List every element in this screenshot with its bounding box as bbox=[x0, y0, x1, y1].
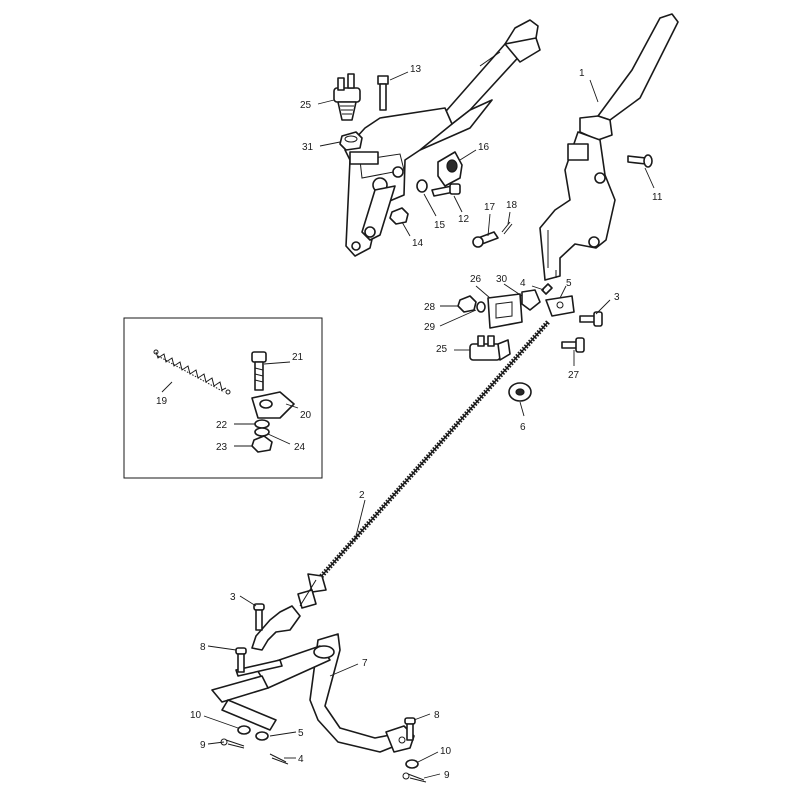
leader-lines bbox=[161, 71, 655, 779]
nut-23 bbox=[251, 435, 273, 453]
screw-11 bbox=[627, 154, 653, 168]
callout-23: 23 bbox=[216, 442, 228, 453]
cable-2 bbox=[297, 320, 550, 609]
callout-25: 25 bbox=[300, 100, 312, 111]
callout-20: 20 bbox=[300, 410, 312, 421]
pin-4-lower bbox=[269, 753, 289, 765]
callout-16: 16 bbox=[478, 142, 490, 153]
right-lever-assembly bbox=[539, 13, 679, 281]
spring-19 bbox=[153, 349, 231, 395]
callout-7: 7 bbox=[362, 658, 368, 669]
washer-15 bbox=[416, 179, 428, 193]
callout-27: 27 bbox=[568, 370, 580, 381]
switch-lower-25 bbox=[469, 335, 511, 361]
pin-17 bbox=[472, 231, 499, 248]
callout-26: 26 bbox=[470, 274, 482, 285]
callout-29: 29 bbox=[424, 322, 436, 333]
inset-box bbox=[123, 317, 323, 479]
callout-15: 15 bbox=[434, 220, 446, 231]
washer-10-right bbox=[405, 759, 419, 769]
pin-4-upper bbox=[541, 283, 553, 295]
callout-24: 24 bbox=[294, 442, 306, 453]
washer-10-left bbox=[237, 725, 251, 735]
callout-30: 30 bbox=[496, 274, 508, 285]
bolt-21 bbox=[251, 351, 267, 391]
callout-12: 12 bbox=[458, 214, 470, 225]
callout-4: 4 bbox=[520, 278, 526, 289]
callout-5: 5 bbox=[566, 278, 572, 289]
washer-22 bbox=[254, 419, 270, 429]
callout-22: 22 bbox=[216, 420, 228, 431]
linkage-7 bbox=[211, 605, 415, 753]
callout-labels: 1 2 3 3 4 4 5 5 6 7 8 8 9 9 10 10 11 12 … bbox=[156, 64, 663, 781]
clip-30 bbox=[521, 289, 541, 311]
callout-21: 21 bbox=[292, 352, 304, 363]
callout-8: 8 bbox=[200, 642, 206, 653]
callout-19: 19 bbox=[156, 396, 168, 407]
bolt-12 bbox=[431, 183, 461, 197]
bolt-27 bbox=[561, 337, 585, 353]
bracket-26 bbox=[487, 293, 523, 329]
callout-9: 9 bbox=[444, 770, 450, 781]
callout-3: 3 bbox=[230, 592, 236, 603]
callout-13: 13 bbox=[410, 64, 422, 75]
nut-31 bbox=[339, 131, 363, 151]
callout-10: 10 bbox=[190, 710, 202, 721]
split-pin-9-right bbox=[402, 772, 427, 783]
callout-14: 14 bbox=[412, 238, 424, 249]
nut-28 bbox=[457, 295, 477, 313]
washer-29 bbox=[476, 301, 486, 313]
callout-8: 8 bbox=[434, 710, 440, 721]
bolt-3-upper bbox=[579, 311, 603, 327]
callout-9: 9 bbox=[200, 740, 206, 751]
callout-4: 4 bbox=[298, 754, 304, 765]
washer-24 bbox=[254, 427, 270, 437]
grommet-6 bbox=[508, 382, 532, 402]
bolt-8-right bbox=[404, 717, 416, 741]
split-pin-9-left bbox=[220, 738, 245, 749]
switch-upper bbox=[333, 73, 361, 121]
clevis-5-upper bbox=[545, 295, 575, 317]
split-pin-18 bbox=[501, 221, 513, 235]
bush-16 bbox=[437, 151, 463, 187]
bolt-13 bbox=[377, 75, 389, 111]
bolt-3-lower bbox=[253, 603, 265, 631]
callout-1: 1 bbox=[579, 68, 585, 79]
callout-11: 11 bbox=[652, 192, 663, 203]
callout-25: 25 bbox=[436, 344, 448, 355]
callout-28: 28 bbox=[424, 302, 436, 313]
washer-5-lower bbox=[255, 731, 269, 741]
callout-2: 2 bbox=[359, 490, 365, 501]
callout-17: 17 bbox=[484, 202, 496, 213]
callout-3: 3 bbox=[614, 292, 620, 303]
callout-31: 31 bbox=[302, 142, 314, 153]
clamp-20 bbox=[251, 391, 295, 419]
callout-5: 5 bbox=[298, 728, 304, 739]
callout-6: 6 bbox=[520, 422, 526, 433]
callout-18: 18 bbox=[506, 200, 518, 211]
bolt-8-left bbox=[235, 647, 247, 673]
left-lever-assembly bbox=[344, 19, 541, 257]
nut-14 bbox=[389, 207, 409, 225]
callout-10: 10 bbox=[440, 746, 452, 757]
